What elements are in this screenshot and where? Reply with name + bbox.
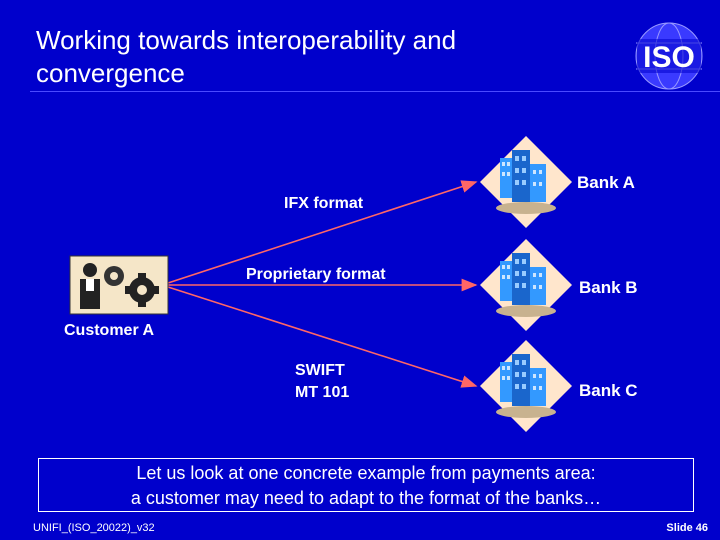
bank-a-label: Bank A	[577, 173, 635, 192]
customer-label: Customer A	[64, 322, 155, 339]
bank-a-icon	[480, 136, 572, 228]
format-label-proprietary: Proprietary format	[246, 266, 386, 283]
format-label-swift: SWIFT MT 101	[295, 361, 349, 403]
title-divider	[30, 91, 720, 92]
slide-title: Working towards interoperability and con…	[36, 24, 596, 90]
iso-logo: ISO	[635, 22, 703, 90]
iso-logo-text: ISO	[643, 41, 695, 74]
footer-document-id: UNIFI_(ISO_20022)_v32	[33, 522, 155, 534]
format-label-swift-line1: SWIFT	[295, 362, 345, 379]
footer-slide-number: Slide 46	[666, 522, 708, 534]
customer-gears-icon	[69, 255, 169, 315]
note-line1: Let us look at one concrete example from…	[136, 463, 596, 483]
arrow-ifx	[167, 180, 478, 284]
bank-c-label: Bank C	[579, 381, 638, 400]
arrow-swift	[167, 286, 478, 388]
bank-b-icon	[480, 239, 572, 331]
slide-title-line2: convergence	[36, 58, 185, 88]
format-label-ifx: IFX format	[284, 195, 364, 212]
bank-c-icon	[480, 340, 572, 432]
note-line2: a customer may need to adapt to the form…	[130, 488, 602, 508]
format-label-swift-line2: MT 101	[295, 384, 350, 401]
slide-title-line1: Working towards interoperability and	[36, 25, 457, 55]
note-box: Let us look at one concrete example from…	[38, 458, 694, 512]
bank-b-label: Bank B	[579, 278, 638, 297]
